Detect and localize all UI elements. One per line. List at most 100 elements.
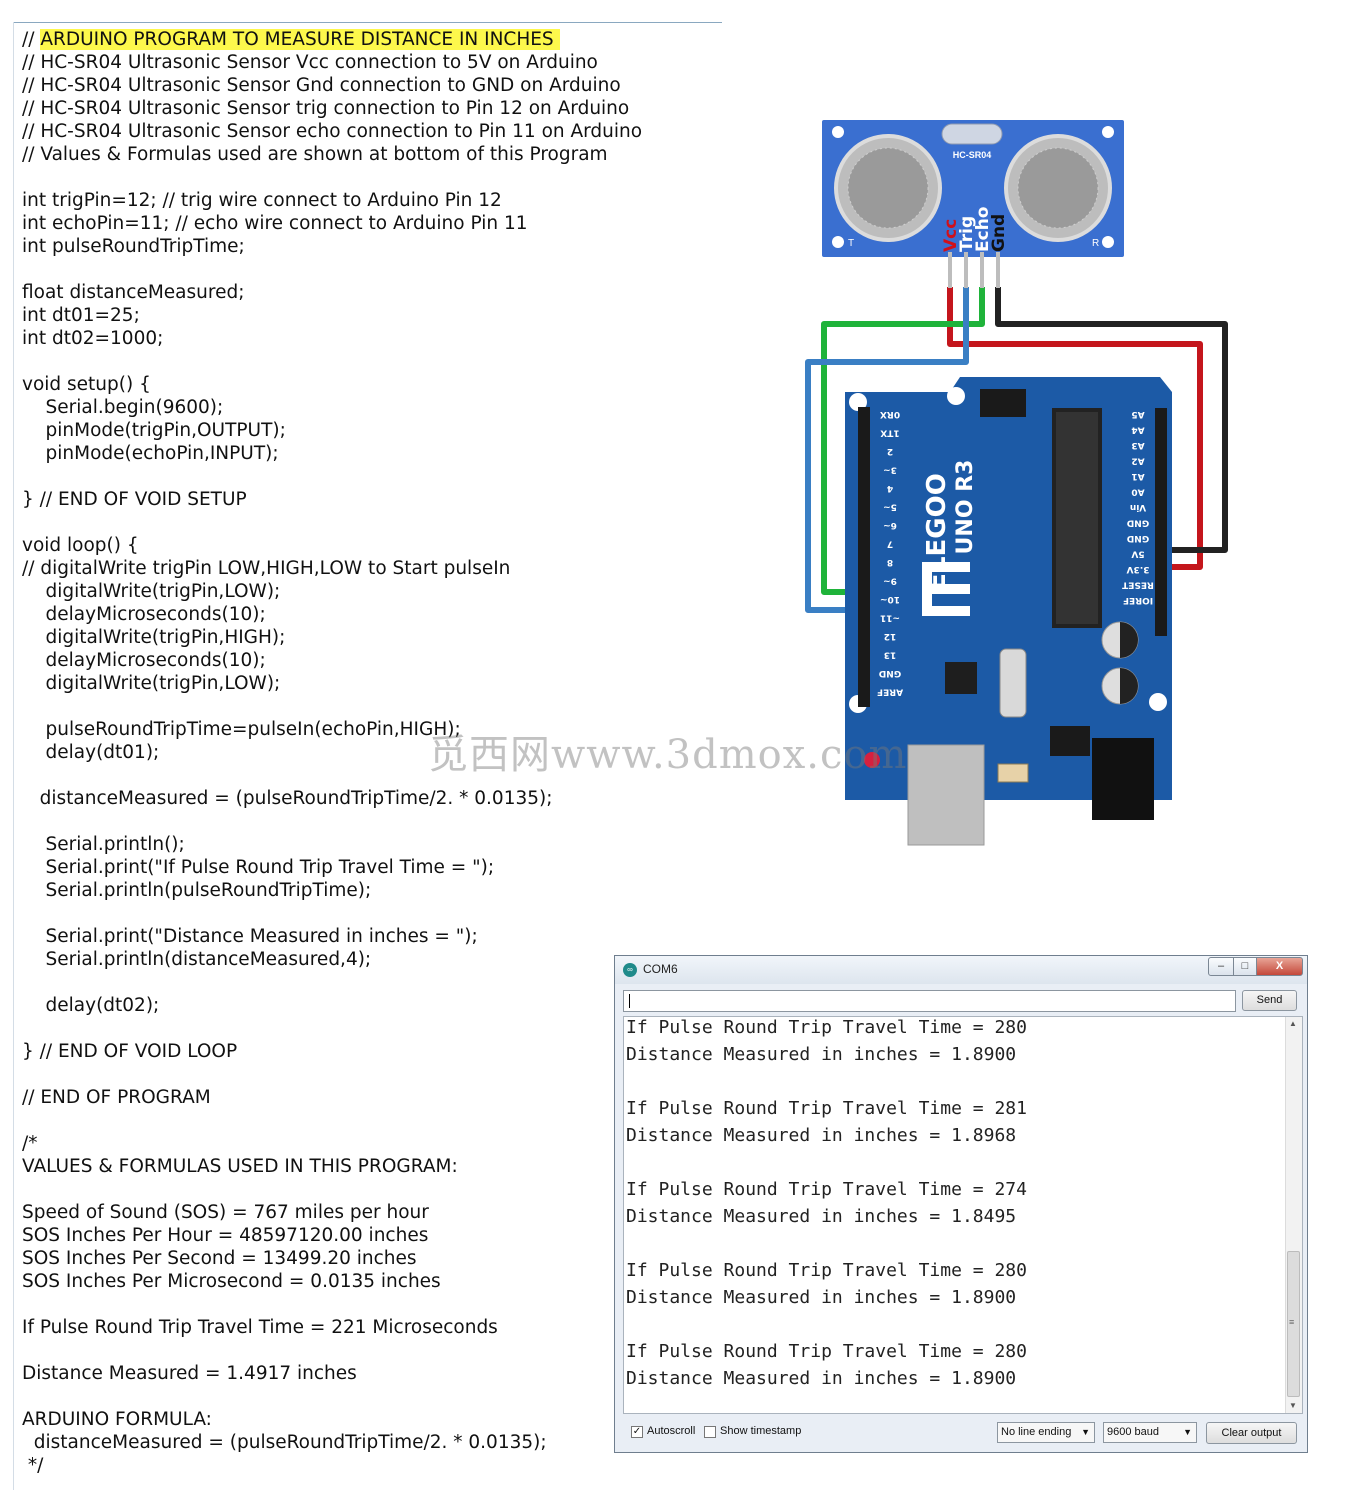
code-line: Serial.print("If Pulse Round Trip Travel… bbox=[22, 856, 642, 879]
code-line bbox=[22, 695, 642, 718]
code-line bbox=[22, 258, 642, 281]
output-line: If Pulse Round Trip Travel Time = 280 bbox=[626, 1260, 1027, 1281]
output-line: Distance Measured in inches = 1.8900 bbox=[626, 1287, 1017, 1308]
code-line: SOS Inches Per Hour = 48597120.00 inches bbox=[22, 1224, 642, 1247]
sensor-pin bbox=[948, 252, 952, 288]
header-pin-label: 6~ bbox=[883, 520, 897, 530]
power-jack bbox=[1092, 738, 1154, 820]
code-listing: // ARDUINO PROGRAM TO MEASURE DISTANCE I… bbox=[22, 28, 642, 1477]
autoscroll-checkbox[interactable]: ✓ bbox=[631, 1426, 643, 1438]
code-text: delay(dt02); bbox=[22, 995, 160, 1016]
scroll-down-icon[interactable]: ▼ bbox=[1289, 1401, 1297, 1410]
line-ending-select[interactable]: No line ending ▼ bbox=[997, 1422, 1095, 1443]
code-line: delayMicroseconds(10); bbox=[22, 649, 642, 672]
code-text: Serial.println(); bbox=[22, 834, 185, 855]
code-text: // digitalWrite trigPin LOW,HIGH,LOW to … bbox=[22, 558, 511, 579]
scrollbar-thumb[interactable] bbox=[1287, 1251, 1300, 1397]
output-line: If Pulse Round Trip Travel Time = 281 bbox=[626, 1098, 1027, 1119]
code-line: // END OF PROGRAM bbox=[22, 1086, 642, 1109]
watermark: 觅西网www.3dmox.com bbox=[428, 732, 908, 778]
header-pin-label: 10~ bbox=[880, 594, 900, 604]
board-model: UNO R3 bbox=[953, 460, 978, 555]
code-text: } // END OF VOID LOOP bbox=[22, 1041, 238, 1062]
code-text: } // END OF VOID SETUP bbox=[22, 489, 247, 510]
code-line: // HC-SR04 Ultrasonic Sensor echo connec… bbox=[22, 120, 642, 143]
code-line: Distance Measured = 1.4917 inches bbox=[22, 1362, 642, 1385]
code-text: digitalWrite(trigPin,HIGH); bbox=[22, 627, 286, 648]
code-text: Serial.print("Distance Measured in inche… bbox=[22, 926, 478, 947]
send-button[interactable]: Send bbox=[1242, 990, 1297, 1011]
clear-output-button[interactable]: Clear output bbox=[1206, 1422, 1297, 1444]
timestamp-label: Show timestamp bbox=[720, 1425, 802, 1437]
code-line: pinMode(echoPin,INPUT); bbox=[22, 442, 642, 465]
code-line bbox=[22, 1293, 642, 1316]
code-text: int echoPin=11; // echo wire connect to … bbox=[22, 213, 528, 234]
code-line: pinMode(trigPin,OUTPUT); bbox=[22, 419, 642, 442]
header-pin-label: A5 bbox=[1131, 409, 1144, 419]
code-text: Serial.println(distanceMeasured,4); bbox=[22, 949, 372, 970]
chevron-down-icon: ▼ bbox=[1183, 1427, 1192, 1437]
code-line: /* bbox=[22, 1132, 642, 1155]
code-line: If Pulse Round Trip Travel Time = 221 Mi… bbox=[22, 1316, 642, 1339]
code-text: Serial.begin(9600); bbox=[22, 397, 224, 418]
code-line: // HC-SR04 Ultrasonic Sensor trig connec… bbox=[22, 97, 642, 120]
header-pin-label: 0RX bbox=[880, 409, 900, 419]
code-line: float distanceMeasured; bbox=[22, 281, 642, 304]
code-line: int echoPin=11; // echo wire connect to … bbox=[22, 212, 642, 235]
header-pin-label: GND bbox=[1127, 533, 1149, 543]
sensor-corner-left: T bbox=[848, 238, 854, 249]
reset-button bbox=[864, 752, 880, 768]
output-line: Distance Measured in inches = 1.8900 bbox=[626, 1368, 1017, 1389]
header-pin-label: ~11 bbox=[880, 613, 900, 623]
top-rule bbox=[14, 22, 722, 23]
code-line: void loop() { bbox=[22, 534, 642, 557]
serial-title: COM6 bbox=[643, 962, 678, 976]
code-text: // Values & Formulas used are shown at b… bbox=[22, 144, 608, 165]
code-text: Distance Measured = 1.4917 inches bbox=[22, 1363, 357, 1384]
baud-rate-select[interactable]: 9600 baud ▼ bbox=[1103, 1422, 1197, 1443]
scroll-up-icon[interactable]: ▲ bbox=[1289, 1019, 1297, 1028]
code-text: int pulseRoundTripTime; bbox=[22, 236, 245, 257]
autoscroll-label: Autoscroll bbox=[647, 1425, 696, 1437]
output-line: Distance Measured in inches = 1.8968 bbox=[626, 1125, 1017, 1146]
code-text: digitalWrite(trigPin,LOW); bbox=[22, 581, 281, 602]
code-text: // HC-SR04 Ultrasonic Sensor echo connec… bbox=[22, 121, 643, 142]
sensor-corner-right: R bbox=[1092, 238, 1099, 249]
header-pin-label: IOREF bbox=[1123, 595, 1153, 605]
header-pin-label: A1 bbox=[1131, 471, 1144, 481]
serial-input[interactable] bbox=[623, 990, 1236, 1012]
code-line bbox=[22, 1385, 642, 1408]
code-text: int dt02=1000; bbox=[22, 328, 164, 349]
code-line bbox=[22, 902, 642, 925]
text-caret bbox=[629, 994, 630, 1008]
code-line: // digitalWrite trigPin LOW,HIGH,LOW to … bbox=[22, 557, 642, 580]
code-text: // HC-SR04 Ultrasonic Sensor Vcc connect… bbox=[22, 52, 598, 73]
code-line: // Values & Formulas used are shown at b… bbox=[22, 143, 642, 166]
close-button[interactable]: X bbox=[1256, 957, 1303, 976]
maximize-button[interactable]: □ bbox=[1233, 957, 1257, 976]
output-scrollbar[interactable]: ▲ ≡ ▼ bbox=[1285, 1017, 1302, 1413]
code-line bbox=[22, 1339, 642, 1362]
code-line: Serial.begin(9600); bbox=[22, 396, 642, 419]
code-text: SOS Inches Per Microsecond = 0.0135 inch… bbox=[22, 1271, 441, 1292]
minimize-button[interactable]: – bbox=[1208, 957, 1234, 976]
code-text: // HC-SR04 Ultrasonic Sensor Gnd connect… bbox=[22, 75, 621, 96]
sensor-pin-label: Gnd bbox=[989, 214, 1009, 252]
header-pin-label: A0 bbox=[1131, 487, 1144, 497]
output-line: If Pulse Round Trip Travel Time = 280 bbox=[626, 1017, 1027, 1038]
code-line: // HC-SR04 Ultrasonic Sensor Gnd connect… bbox=[22, 74, 642, 97]
header-pin-label: A2 bbox=[1131, 456, 1144, 466]
code-line: // HC-SR04 Ultrasonic Sensor Vcc connect… bbox=[22, 51, 642, 74]
header-pin-label: 4 bbox=[887, 483, 893, 493]
timestamp-checkbox[interactable] bbox=[704, 1426, 716, 1438]
code-line: } // END OF VOID LOOP bbox=[22, 1040, 642, 1063]
header-pin-label: 5V bbox=[1131, 549, 1144, 559]
code-highlight: ARDUINO PROGRAM TO MEASURE DISTANCE IN I… bbox=[40, 29, 560, 50]
code-text: delay(dt01); bbox=[22, 742, 160, 763]
code-text: float distanceMeasured; bbox=[22, 282, 245, 303]
output-line: If Pulse Round Trip Travel Time = 280 bbox=[626, 1341, 1027, 1362]
